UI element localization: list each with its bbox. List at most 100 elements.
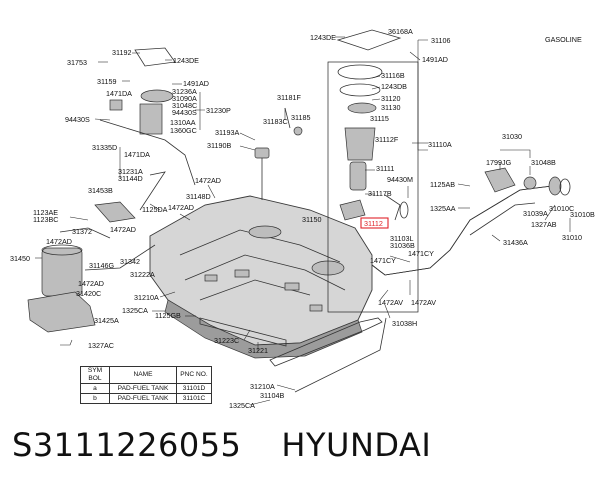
part-label: 31112F	[375, 135, 399, 144]
part-label: 31222A	[130, 270, 155, 279]
part-label: 1360GC	[170, 126, 197, 135]
tank-straps	[199, 317, 387, 393]
part-label: 31039A	[523, 209, 548, 218]
part-label: 1123AE	[33, 208, 58, 217]
part-label: 31150	[302, 215, 321, 224]
part-label: 31090A	[172, 94, 197, 103]
part-label: 31048B	[531, 158, 556, 167]
part-label: 1799JG	[486, 158, 512, 167]
legend-name: PAD-FUEL TANK	[109, 393, 177, 404]
part-label: 31185	[291, 113, 310, 122]
part-label: 31010B	[570, 210, 595, 219]
fuel-pump-module	[327, 29, 419, 313]
part-label: 1243DB	[381, 82, 407, 91]
part-label: 31190B	[207, 141, 231, 150]
part-label: 1472AD	[195, 176, 221, 185]
part-label: 1327AC	[88, 341, 114, 350]
part-label: 1243DE	[173, 56, 199, 65]
part-label: 1125GB	[155, 311, 181, 320]
legend-header-symbol: SYM BOL	[80, 366, 110, 384]
part-label: 31425A	[94, 316, 119, 325]
part-label: 1125DA	[142, 205, 168, 214]
pad-legend-table: SYM BOL NAME PNC NO. a PAD-FUEL TANK 311…	[80, 366, 212, 404]
part-label: 31453B	[88, 186, 113, 195]
part-label: 1243DE	[310, 33, 336, 42]
part-label: 1471DA	[124, 150, 150, 159]
part-label: 1472AV	[378, 298, 403, 307]
legend-row: b PAD-FUEL TANK 31101C	[80, 393, 212, 404]
part-label: 31181F	[277, 93, 301, 102]
part-label: 31450	[10, 254, 30, 263]
legend-pnc: 31101D	[176, 383, 212, 394]
part-label: 1472AD	[168, 203, 194, 212]
part-label: 31106	[431, 36, 450, 45]
part-label: 1471CY	[408, 249, 434, 258]
part-label: 31010	[562, 233, 582, 242]
part-label: 31103L	[390, 234, 413, 243]
legend-header-pnc: PNC NO.	[176, 366, 212, 384]
legend-pnc: 31101C	[176, 393, 212, 404]
fuel-sender-assembly	[94, 47, 196, 223]
product-caption: S3111226055 HYUNDAI	[12, 426, 431, 464]
part-label: 31236A	[172, 87, 197, 96]
part-label: 31193A	[215, 128, 239, 137]
part-label: 31030	[502, 132, 522, 141]
part-label: 31148D	[186, 192, 211, 201]
part-label: 1310AA	[170, 118, 196, 127]
part-label: 31116B	[381, 71, 405, 80]
part-label: 31110A	[428, 140, 452, 149]
legend-header-row: SYM BOL NAME PNC NO.	[80, 366, 212, 384]
part-label: 31183C	[263, 117, 288, 126]
part-label: 31753	[67, 58, 87, 67]
part-label: 1325CA	[229, 401, 255, 410]
part-label: 31210A	[250, 382, 275, 391]
part-label: 31436A	[503, 238, 528, 247]
legend-header-name: NAME	[109, 366, 177, 384]
part-label: 31144D	[118, 174, 143, 183]
part-label: 31048C	[172, 101, 197, 110]
part-label: 1125AB	[430, 180, 455, 189]
filler-pipe	[371, 167, 571, 276]
part-label: 1123BC	[33, 215, 58, 224]
part-number-labels: GASOLINE 31192 1243DE 31753 31159 1491AD…	[10, 27, 595, 410]
part-label: 31130	[381, 103, 400, 112]
part-label: 31221	[248, 346, 268, 355]
part-label: 31230P	[206, 106, 231, 115]
legend-symbol: b	[80, 393, 110, 404]
product-brand: HYUNDAI	[281, 426, 432, 464]
part-label: 1471CY	[370, 256, 396, 265]
part-label: 31111	[376, 164, 394, 173]
part-label: 31146G	[89, 261, 114, 270]
part-label: 1491AD	[422, 55, 448, 64]
highlighted-part-31112: 31112	[360, 217, 389, 229]
part-label: 31120	[381, 94, 400, 103]
part-label: 94430S	[65, 115, 90, 124]
part-label: 31335D	[92, 143, 117, 152]
product-part-number: S3111226055	[12, 426, 242, 464]
part-label: 36168A	[388, 27, 413, 36]
part-label: 94430S	[172, 108, 197, 117]
part-label: 31010C	[549, 204, 574, 213]
legend-row: a PAD-FUEL TANK 31101D	[80, 383, 212, 394]
highlighted-part-label: 31112	[364, 219, 383, 228]
fuel-tank-exploded-diagram: GASOLINE 31192 1243DE 31753 31159 1491AD…	[10, 27, 595, 410]
part-label: 1325AA	[430, 204, 456, 213]
part-label: 31231A	[118, 167, 143, 176]
part-label: 1472AD	[78, 279, 104, 288]
leader-lines	[35, 36, 571, 406]
part-label: 1491AD	[183, 79, 209, 88]
part-label: 31159	[97, 77, 116, 86]
part-label: 1327AB	[531, 220, 557, 229]
part-label: 31420C	[76, 289, 101, 298]
label-gasoline: GASOLINE	[545, 35, 582, 44]
part-label: 31036B	[390, 241, 415, 250]
part-label: 31104B	[260, 391, 284, 400]
part-label: 1472AD	[110, 225, 136, 234]
legend-name: PAD-FUEL TANK	[109, 383, 177, 394]
part-label: 31115	[370, 114, 389, 123]
canister-assembly	[27, 227, 156, 333]
legend-symbol: a	[80, 383, 110, 394]
part-label: 31192	[112, 48, 131, 57]
part-label: 1472AD	[46, 237, 72, 246]
part-label: 1325CA	[122, 306, 148, 315]
